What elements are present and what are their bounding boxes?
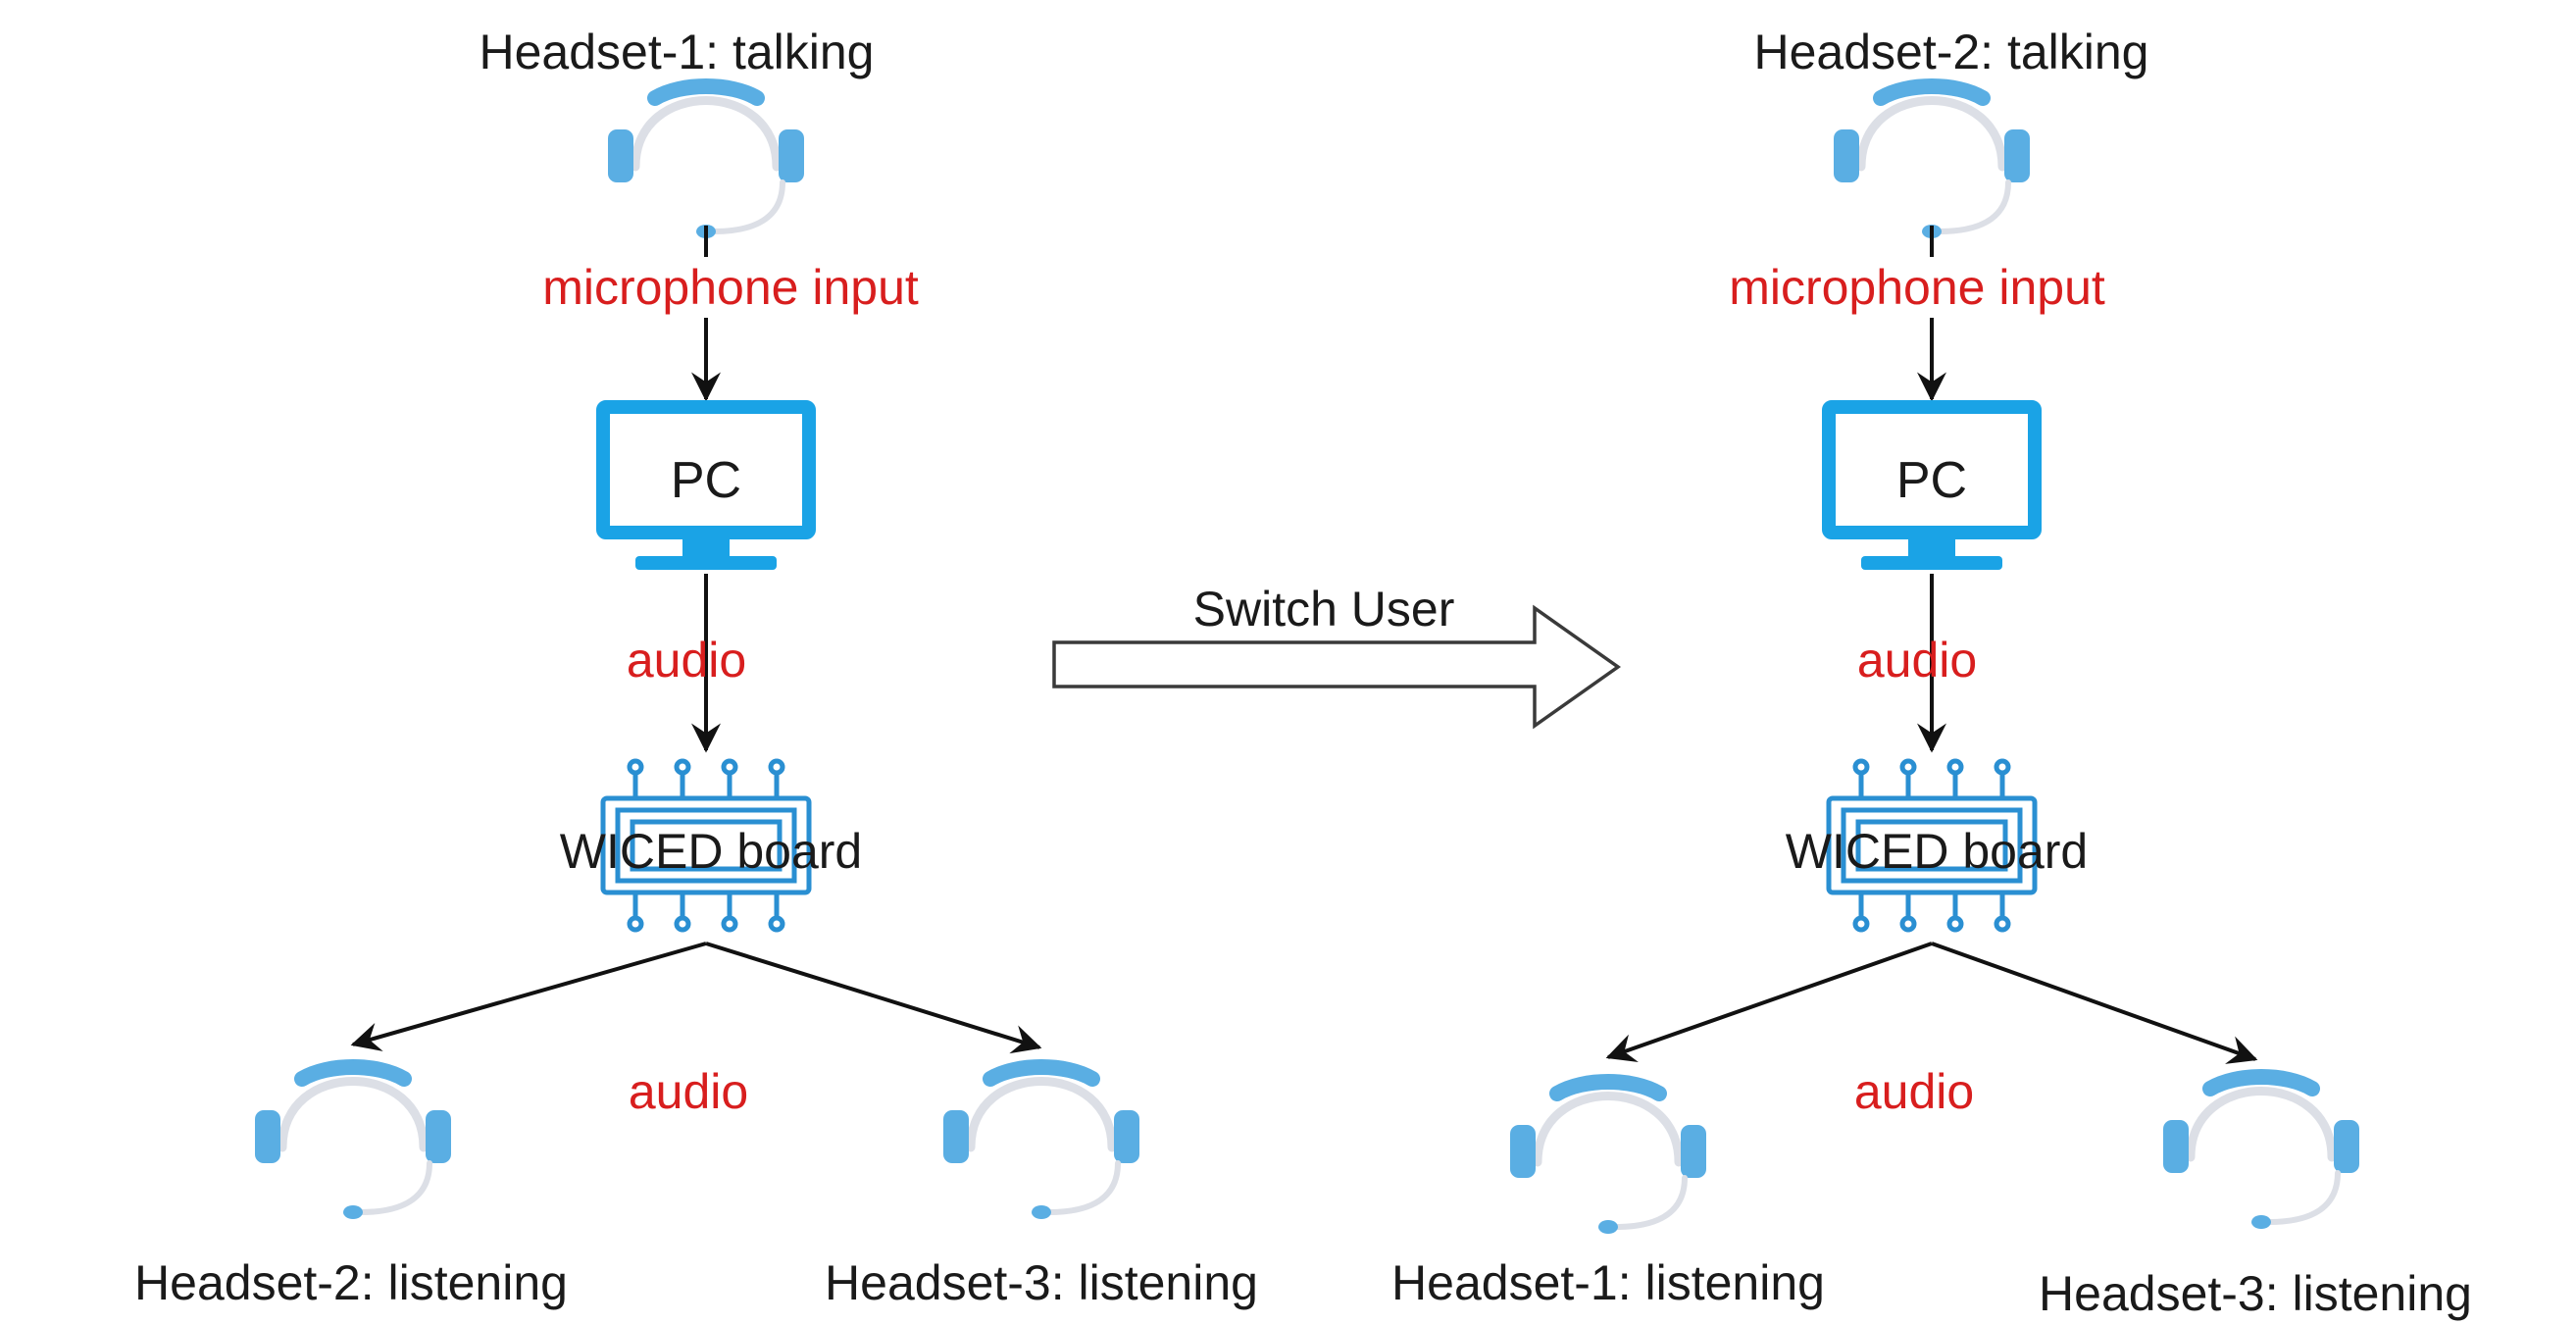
headset-icon: [2163, 1077, 2359, 1229]
right-audio-bottom-label: audio: [1854, 1064, 1974, 1119]
headset-icon: [943, 1067, 1139, 1219]
headset-icon: [608, 86, 804, 238]
switch-section: Switch User: [1052, 582, 1622, 730]
right-split-arrow-left: [1605, 942, 1933, 1063]
left-pc-label: PC: [671, 452, 741, 509]
left-listener-right-label: Headset-3: listening: [825, 1255, 1258, 1310]
right-listener-left-label: Headset-1: listening: [1391, 1255, 1825, 1310]
right-mic-label: microphone input: [1729, 260, 2105, 315]
left-split-arrow-right: [705, 942, 1042, 1054]
right-pc-label: PC: [1896, 452, 1967, 509]
arrow-right-icon: [1052, 604, 1622, 730]
right-listener-right-label: Headset-3: listening: [2039, 1266, 2472, 1321]
left-listener-left-label: Headset-2: listening: [134, 1255, 568, 1310]
right-panel: Headset-2: talking microphone input PC a…: [1391, 25, 2472, 1321]
left-audio-top-label: audio: [627, 633, 746, 688]
left-audio-bottom-label: audio: [629, 1064, 748, 1119]
right-talking-label: Headset-2: talking: [1753, 25, 2148, 79]
headset-icon: [255, 1067, 451, 1219]
switch-user-label: Switch User: [1193, 582, 1455, 637]
headset-icon: [1510, 1082, 1706, 1234]
right-split-arrow-right: [1931, 942, 2258, 1064]
left-board-label: WICED board: [560, 824, 862, 879]
headset-icon: [1834, 86, 2030, 238]
left-split-arrow-left: [350, 942, 707, 1051]
left-talking-label: Headset-1: talking: [479, 25, 874, 79]
left-panel: Headset-1: talking microphone input PC a…: [134, 25, 1258, 1310]
right-audio-top-label: audio: [1857, 633, 1977, 688]
right-board-label: WICED board: [1786, 824, 2088, 879]
left-mic-label: microphone input: [542, 260, 919, 315]
